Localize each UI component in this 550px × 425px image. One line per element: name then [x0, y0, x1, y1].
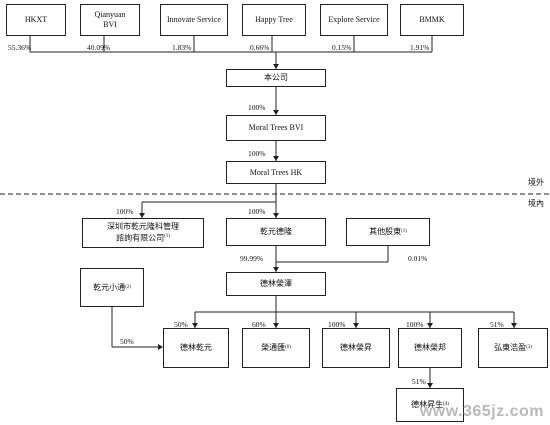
subsidiary-note: (3) [526, 345, 532, 350]
moral-trees-hk-label: Moral Trees HK [249, 167, 303, 177]
subsidiary-label: 德林榮昇 [340, 343, 372, 352]
pct-qianyuan-delong: 100% [248, 207, 266, 216]
subsidiary-label: 弘東浩盈 [494, 343, 527, 352]
pct-qianyuan-bvi: 40.09% [87, 43, 111, 52]
pct-delin-rongsheng: 100% [328, 320, 346, 329]
qianyuan-delong-label: 乾元德隆 [260, 227, 292, 236]
pct-hkxt: 55.36% [8, 43, 32, 52]
pct-moral-trees-hk: 100% [248, 149, 266, 158]
shareholder-label: Innovate Service [167, 15, 221, 24]
shenzhen-label-group: 深圳市乾元隆科管理諮詢有限公司(1) [104, 222, 182, 244]
company-box: 本公司 [226, 69, 326, 87]
delin-rongze-box: 德林榮澤 [226, 272, 326, 296]
pct-qianyuan-xiaotong: 50% [120, 337, 134, 346]
pct-hongdong-haoying: 51% [490, 320, 504, 329]
moral-trees-hk-box: Moral Trees HK [226, 161, 326, 184]
shareholder-qianyuan-bvi: Qianyuan BVI [80, 4, 140, 36]
subsidiary-delin-rongbang: 德林榮邦 [398, 328, 462, 368]
delin-sheng-label: 德林昇生 [411, 400, 444, 409]
pct-delin-sheng: 51% [412, 377, 426, 386]
subsidiary-label: 榮通匯 [261, 343, 286, 352]
delin-sheng-note: (4) [443, 402, 449, 407]
shareholder-innovate-service: Innovate Service [160, 4, 228, 36]
subsidiary-delin-rongsheng: 德林榮昇 [322, 328, 390, 368]
pct-delin-qianyuan: 50% [174, 320, 188, 329]
shareholder-label: HKXT [24, 15, 48, 24]
shareholder-label: BMMK [419, 15, 445, 24]
pct-delin-rongbang: 100% [406, 320, 424, 329]
other-shareholders-note: (1) [401, 229, 407, 234]
subsidiary-delin-qianyuan: 德林乾元 [163, 328, 229, 368]
subsidiary-hongdong-haoying: 弘東浩盈(3) [478, 328, 548, 368]
pct-explore-service: 0.15% [332, 43, 352, 52]
pct-happy-tree: 0.66% [250, 43, 270, 52]
delin-sheng-box: 德林昇生(4) [396, 388, 464, 422]
watermark-text: www.365jz.com [419, 403, 544, 420]
pct-rongtonghui: 60% [252, 320, 266, 329]
shenzhen-box: 深圳市乾元隆科管理諮詢有限公司(1) [82, 218, 204, 248]
pct-delin-rongze-right: 0.01% [408, 254, 428, 263]
company-label: 本公司 [264, 73, 288, 82]
subsidiary-label: 德林乾元 [180, 343, 212, 352]
shareholder-label: Qianyuan BVI [94, 10, 126, 29]
subsidiary-rongtonghui: 榮通匯(6) [242, 328, 310, 368]
shareholder-bmmk: BMMK [400, 4, 464, 36]
pct-delin-rongze-left: 99.99% [240, 254, 264, 263]
pct-moral-trees-bvi: 100% [248, 103, 266, 112]
shareholder-explore-service: Explore Service [320, 4, 388, 36]
shareholder-label: Explore Service [328, 15, 380, 24]
qianyuan-xiaotong-box: 乾元小通(2) [80, 268, 144, 307]
shareholder-happy-tree: Happy Tree [242, 4, 306, 36]
qianyuan-xiaotong-note: (2) [125, 284, 131, 290]
shareholder-label: Happy Tree [255, 15, 293, 24]
pct-shenzhen: 100% [116, 207, 134, 216]
shenzhen-note: (1) [164, 234, 170, 240]
pct-bmmk: 1.91% [410, 43, 430, 52]
zone-outside-label: 境外 [528, 178, 544, 187]
moral-trees-bvi-box: Moral Trees BVI [226, 115, 326, 141]
subsidiary-note: (6) [285, 345, 291, 350]
shenzhen-label: 深圳市乾元隆科管理諮詢有限公司 [107, 222, 179, 243]
other-shareholders-box: 其他股東(1) [346, 218, 430, 246]
other-shareholders-label: 其他股東 [369, 227, 402, 236]
zone-inside-label: 境內 [528, 199, 544, 208]
moral-trees-bvi-label: Moral Trees BVI [248, 123, 304, 132]
subsidiary-label: 德林榮邦 [414, 343, 446, 352]
pct-innovate-service: 1.83% [172, 43, 192, 52]
qianyuan-delong-box: 乾元德隆 [226, 218, 326, 246]
qianyuan-xiaotong-label: 乾元小通 [93, 282, 126, 292]
delin-rongze-label: 德林榮澤 [260, 279, 292, 288]
shareholder-hkxt: HKXT [6, 4, 66, 36]
